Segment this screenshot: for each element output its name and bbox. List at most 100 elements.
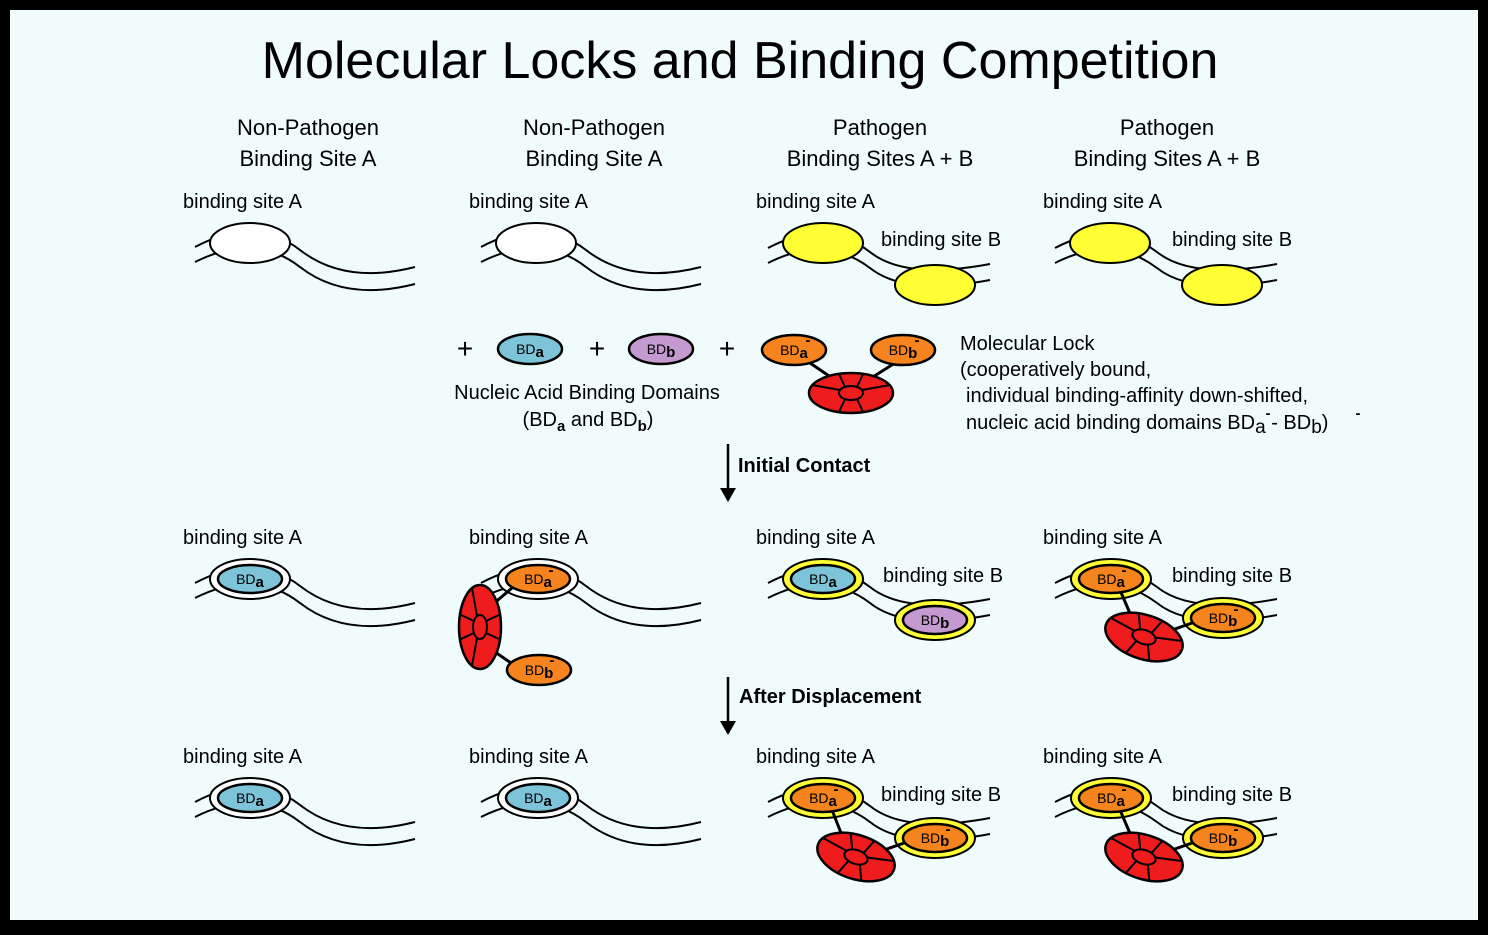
- bd-b-free: BDb: [627, 332, 695, 366]
- site-b-label: binding site B: [1172, 565, 1292, 587]
- column-4-header-line2: Binding Sites A + B: [1074, 146, 1261, 171]
- bd-b-minus-shape: [869, 333, 937, 367]
- minus-mark: -: [1122, 781, 1127, 798]
- non-pathogen-site-1: binding site A: [183, 191, 416, 292]
- minus-mark: -: [549, 562, 554, 579]
- bd-a-minus-shape: [760, 333, 828, 367]
- final-col-2: binding site A BDa: [469, 746, 702, 847]
- site-b-label: binding site B: [881, 229, 1001, 251]
- minus-mark: -: [1356, 405, 1361, 422]
- pathogen-site-3: binding site A binding site B: [756, 191, 1001, 306]
- final-col-1: binding site A BDa: [183, 746, 416, 847]
- column-3-header-line1: Pathogen: [833, 115, 927, 140]
- minus-mark: -: [550, 652, 555, 669]
- column-3-header-line2: Binding Sites A + B: [787, 146, 974, 171]
- bd-b-bound: [901, 604, 969, 636]
- column-1-header-line1: Non-Pathogen: [237, 115, 379, 140]
- bd-b-minus-bound: [901, 822, 969, 854]
- bd-b-minus-label: BDb: [525, 662, 554, 682]
- bd-b-minus-bound: [1189, 822, 1257, 854]
- lock-tether: [1171, 620, 1196, 632]
- bd-a-minus-label: BDa: [1097, 790, 1125, 810]
- binding-site-a-empty: [495, 222, 577, 264]
- lock-tether: [883, 840, 908, 852]
- row-2-initial-contact: binding site A BDa binding site A: [183, 527, 1292, 687]
- minus-mark: -: [806, 332, 811, 349]
- site-a-label: binding site A: [756, 191, 876, 213]
- bd-a-minus-bound: [1077, 782, 1145, 814]
- domains-caption-line1: Nucleic Acid Binding Domains: [454, 382, 720, 404]
- bd-b-minus-label: BDb: [1209, 830, 1238, 850]
- non-pathogen-site-2: binding site A: [469, 191, 702, 292]
- plus-sign: +: [457, 333, 473, 364]
- bd-a-bound: [216, 563, 284, 595]
- lock-caption-line3: individual binding-affinity down-shifted…: [966, 385, 1308, 407]
- contact-col-1: binding site A BDa: [183, 527, 416, 628]
- minus-mark: -: [1122, 562, 1127, 579]
- lock-hub-pattern: [460, 587, 500, 667]
- site-a-label: binding site A: [756, 527, 876, 549]
- bd-a-bound: [216, 782, 284, 814]
- site-b-label: binding site B: [1172, 229, 1292, 251]
- bd-a-minus-label: BDa: [780, 342, 808, 362]
- bd-b-minus-label: BDb: [889, 342, 918, 362]
- site-a-label: binding site A: [469, 191, 589, 213]
- bd-b-minus-free: [505, 653, 573, 687]
- binding-site-a-pathogen: [1069, 222, 1151, 264]
- step-label: After Displacement: [739, 686, 922, 708]
- contact-col-4: binding site A binding site B BDa -: [1043, 527, 1292, 663]
- minus-mark: -: [1234, 601, 1239, 618]
- reagents: + BDa + BDb + BDa: [454, 332, 1360, 438]
- bd-a-minus-label: BDa: [809, 790, 837, 810]
- minus-mark: -: [1266, 405, 1271, 422]
- binding-site-b-pathogen: [894, 264, 976, 306]
- step-label: Initial Contact: [738, 455, 871, 477]
- plus-sign: +: [719, 333, 735, 364]
- lock-hub-group: [1104, 611, 1184, 663]
- site-a-label: binding site A: [469, 527, 589, 549]
- site-b-label: binding site B: [1172, 784, 1292, 806]
- pathogen-site-4: binding site A binding site B: [1043, 191, 1292, 306]
- site-a-label: binding site A: [183, 746, 303, 768]
- site-a-label: binding site A: [469, 746, 589, 768]
- lock-hub: [807, 371, 895, 415]
- lock-hub-group: [816, 831, 896, 883]
- column-2-header-line2: Binding Site A: [526, 146, 663, 171]
- bd-a-minus-label: BDa: [524, 571, 552, 591]
- final-col-4: binding site A binding site B BDa -: [1043, 746, 1292, 883]
- site-b-label: binding site B: [881, 784, 1001, 806]
- diagram-background: [10, 10, 1478, 920]
- bd-b-minus-bound: [1189, 602, 1257, 634]
- lock-caption-line4: nucleic acid binding domains BDa - BDb): [966, 412, 1328, 438]
- binding-site-a-empty: [209, 222, 291, 264]
- bd-a-bound: [789, 563, 857, 595]
- final-col-3: binding site A binding site B BDa -: [756, 746, 1001, 883]
- molecular-lock-free: BDa - BDb -: [760, 332, 937, 415]
- lock-hub-group: [1104, 831, 1184, 883]
- site-a-label: binding site A: [1043, 191, 1163, 213]
- binding-site-b-pathogen: [1181, 264, 1263, 306]
- arrowhead-icon: [720, 721, 736, 735]
- lock-caption-line1: Molecular Lock: [960, 333, 1096, 355]
- step-initial-contact: Initial Contact: [720, 444, 871, 502]
- bd-b-label: BDb: [921, 612, 950, 632]
- row-1-targets: binding site A binding site A binding si…: [183, 191, 1292, 306]
- minus-mark: -: [946, 821, 951, 838]
- minus-mark: -: [834, 781, 839, 798]
- contact-col-2: binding site A BDa - BDb -: [457, 527, 702, 687]
- site-a-label: binding site A: [1043, 527, 1163, 549]
- contact-col-3: binding site A binding site B BDa BDb: [756, 527, 1003, 641]
- lock-hub: [457, 583, 503, 671]
- bd-a-label: BDa: [236, 790, 264, 810]
- arrowhead-icon: [720, 488, 736, 502]
- lock-hub-pattern: [811, 373, 891, 413]
- column-headers: Non-Pathogen Binding Site A Non-Pathogen…: [237, 115, 1260, 171]
- domains-caption-line2: (BDa and BDb): [523, 409, 654, 435]
- bd-a-shape: [496, 332, 564, 366]
- lock-caption-line2: (cooperatively bound,: [960, 359, 1151, 381]
- bd-a-minus-bound: [504, 563, 572, 595]
- minus-mark: -: [1234, 821, 1239, 838]
- bd-a-minus-bound: [1077, 563, 1145, 595]
